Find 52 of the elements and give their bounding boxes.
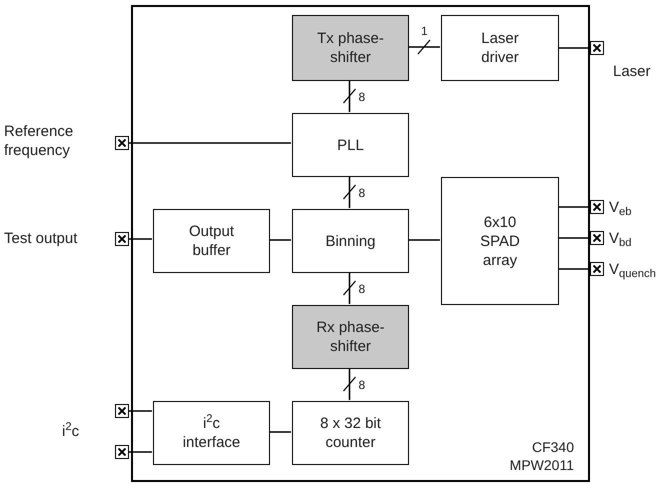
block-box [292,209,409,273]
pin-box [115,404,129,418]
connector-line [558,206,590,208]
block-label: 6x10 SPAD array [479,212,521,270]
connector-line [348,368,350,400]
connector-line [129,451,152,453]
block-label: Laser driver [480,29,520,67]
block-box [292,113,409,177]
pin-label: i$^{2}$c [62,422,80,441]
pin-label: Reference frequency [4,122,74,160]
block-label: Output buffer [188,222,236,260]
connector-line [348,80,350,112]
pin-box [590,200,604,214]
connector-line [269,431,291,433]
block-box [292,401,409,465]
pin-box [115,232,129,246]
pin-box [115,136,129,150]
pin-box [590,262,604,276]
pin-label: V$_{bd}$ [609,229,632,248]
block-box [441,15,559,81]
pin-label: V$_{quench}$ [609,260,656,279]
block-box [153,209,270,273]
connector-line [408,239,440,241]
pin-label: V$_{eb}$ [609,198,632,217]
connector-line [129,238,152,240]
pin-box [590,231,604,245]
pin-label: Test output [4,229,78,248]
block-label: Rx phase-shifter [315,318,386,356]
block-box [292,15,409,81]
connector-line [408,46,440,48]
connector-line [129,410,152,412]
connector-line [558,47,590,49]
block-label: i$^{2}$c interface [182,414,242,452]
chip-label: CF340 MPW2011 [508,438,574,474]
connector-line [269,239,291,241]
connector-line [348,272,350,304]
connector-line [129,142,291,144]
pin-label: Laser [613,62,651,81]
connector-line [558,268,590,270]
bus-width-label: 1 [421,24,428,38]
connector-line [558,237,590,239]
block-box [441,177,559,305]
chip-outline [131,5,590,482]
block-box [292,305,409,369]
block-box [153,401,270,465]
block-label: 8 x 32 bit counter [319,414,382,452]
block-label: Binning [325,232,376,250]
pin-box [590,41,604,55]
block-label: PLL [337,136,364,154]
block-label: Tx phase-shifter [316,29,385,67]
connector-line [348,176,350,208]
pin-box [115,445,129,459]
